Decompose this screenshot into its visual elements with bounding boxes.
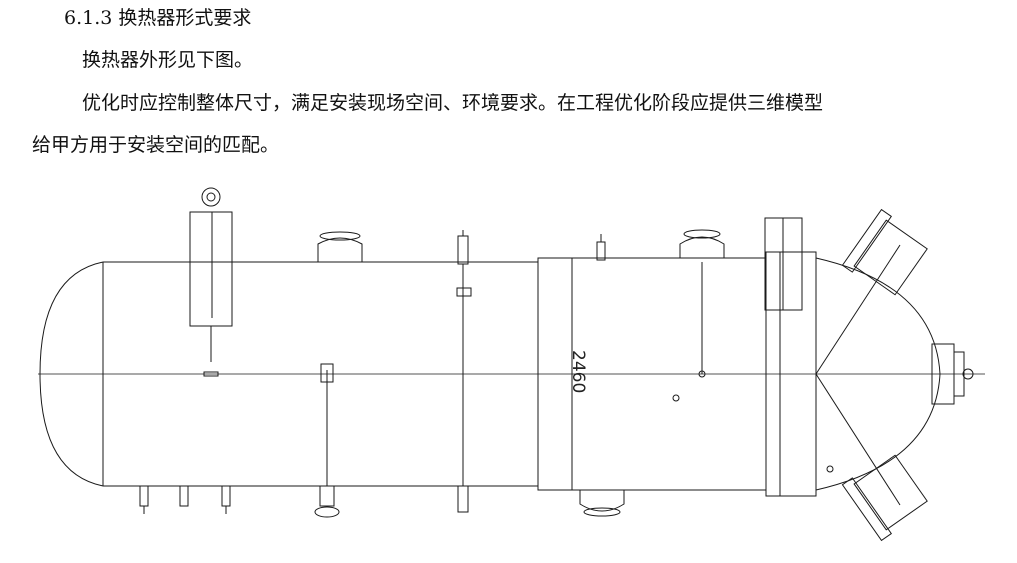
left-head [40, 262, 103, 486]
paragraph-intro: 换热器外形见下图。 [82, 49, 254, 71]
internal-point-1 [699, 371, 705, 377]
end-nozzle-flange [954, 352, 964, 396]
vent-stub-1 [458, 230, 468, 264]
vent-stub-2 [597, 234, 605, 260]
heat-exchanger-drawing: 2460 [0, 170, 1017, 563]
internal-point-2 [673, 395, 679, 401]
paragraph-requirement-line-1: 优化时应控制整体尺寸，满足安装现场空间、环境要求。在工程优化阶段应提供三维模型 [82, 92, 824, 114]
bottom-drain-2 [180, 486, 188, 506]
head-diagonal-lower [816, 374, 900, 505]
bottom-nozzle-2 [580, 490, 624, 516]
top-nozzle-2 [680, 230, 724, 258]
baffle-marker-2 [321, 364, 333, 382]
upper-angled-nozzle [842, 210, 930, 300]
lower-angled-nozzle [842, 450, 930, 540]
head-diagonal-upper [816, 245, 900, 374]
bottom-drain-4 [458, 486, 468, 512]
dimension-label: 2460 [568, 350, 588, 393]
support-bracket-left [190, 188, 232, 376]
bottom-nozzle-1 [315, 486, 339, 517]
end-nozzle-cap [963, 369, 973, 379]
bottom-drain-3 [222, 486, 230, 514]
support-bracket-right [765, 218, 802, 310]
top-nozzle-1 [318, 232, 362, 262]
section-heading: 6.1.3 换热器形式要求 [64, 7, 252, 29]
baffle-marker-1 [457, 288, 471, 296]
paragraph-requirement-line-2: 给甲方用于安装空间的匹配。 [32, 134, 280, 156]
internal-point-3 [827, 466, 833, 472]
bottom-drain-1 [140, 486, 148, 514]
